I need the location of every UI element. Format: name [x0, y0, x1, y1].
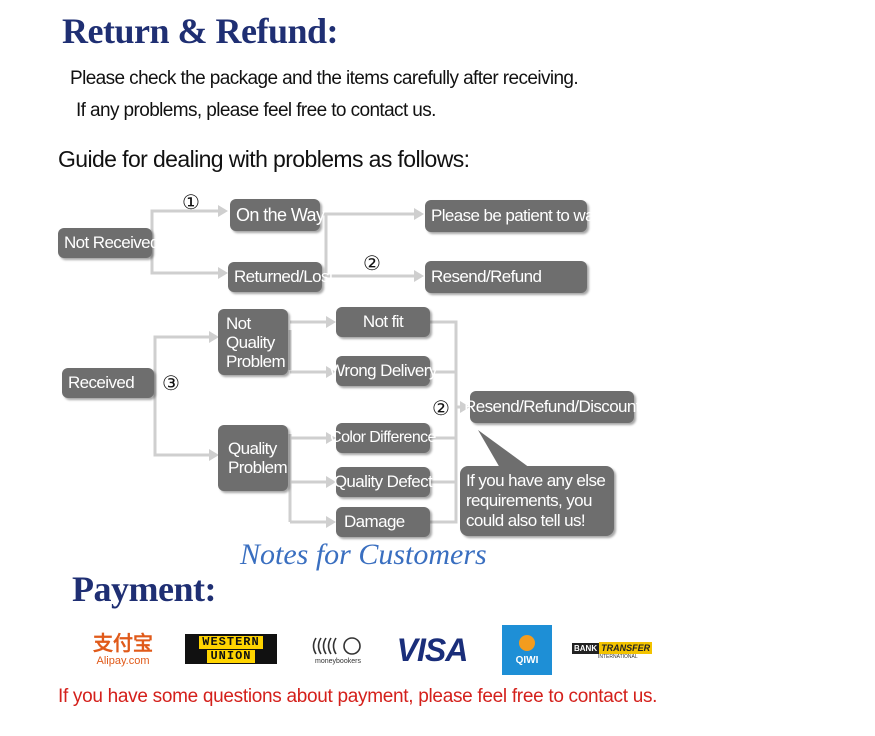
payment-title: Payment:: [72, 569, 216, 609]
quality-problem-box: Quality Problem: [218, 425, 288, 491]
international-text: INTERNATIONAL: [598, 654, 638, 660]
step-3-marker: ③: [162, 373, 180, 395]
intro-line-1: Please check the package and the items c…: [70, 68, 579, 89]
resend-refund-discount-box: Resend/Refund/Discount: [464, 391, 641, 423]
transfer-text: TRANSFER: [599, 642, 653, 654]
moneybookers-text: moneybookers: [315, 657, 361, 665]
resend-refund-box: Resend/Refund: [425, 261, 587, 293]
bank-text: BANK: [572, 642, 600, 654]
step-1-marker: ①: [182, 192, 200, 214]
not-quality-problem-box: Not Quality Problem: [218, 309, 288, 375]
quality-defect-box: Quality Defect: [334, 467, 433, 497]
guide-heading: Guide for dealing with problems as follo…: [58, 146, 470, 172]
not-received-box: Not Received: [58, 228, 159, 258]
notes-for-customers: Notes for Customers: [240, 538, 487, 571]
moneybookers-logo: moneybookers: [306, 630, 370, 668]
please-wait-box: Please be patient to wait: [425, 200, 602, 232]
color-difference-box: Color Difference: [330, 423, 436, 453]
wrong-delivery-box: Wrong Delivery: [329, 356, 437, 386]
alipay-logo-en: Alipay.com: [96, 655, 150, 667]
intro-line-2: If any problems, please feel free to con…: [76, 100, 436, 121]
alipay-logo-cn: 支付宝: [93, 633, 153, 655]
western-union-line-2: UNION: [207, 649, 255, 663]
bank-transfer-logo: BANK TRANSFER INTERNATIONAL: [572, 638, 653, 664]
step-2-marker: ②: [363, 253, 381, 275]
on-the-way-box: On the Way: [230, 199, 325, 231]
else-requirements-bubble: If you have any else requirements, you c…: [460, 466, 614, 536]
qiwi-circle-icon: [519, 634, 535, 651]
visa-logo: VISA: [392, 630, 472, 670]
qiwi-logo: QIWI: [502, 625, 552, 675]
alipay-logo: 支付宝 Alipay.com: [86, 628, 160, 672]
qiwi-text: QIWI: [515, 654, 539, 666]
not-fit-box: Not fit: [336, 307, 430, 337]
received-box: Received: [62, 368, 154, 398]
payment-contact-note: If you have some questions about payment…: [58, 686, 658, 707]
western-union-logo: WESTERN UNION: [185, 634, 277, 664]
step-2-marker-b: ②: [432, 398, 450, 420]
visa-text: VISA: [396, 631, 469, 668]
damage-box: Damage: [336, 507, 430, 537]
western-union-line-1: WESTERN: [199, 635, 263, 649]
moneybookers-waves-icon: [312, 636, 361, 655]
return-refund-title: Return & Refund:: [62, 11, 339, 51]
returned-lost-box: Returned/Lost: [228, 262, 334, 292]
